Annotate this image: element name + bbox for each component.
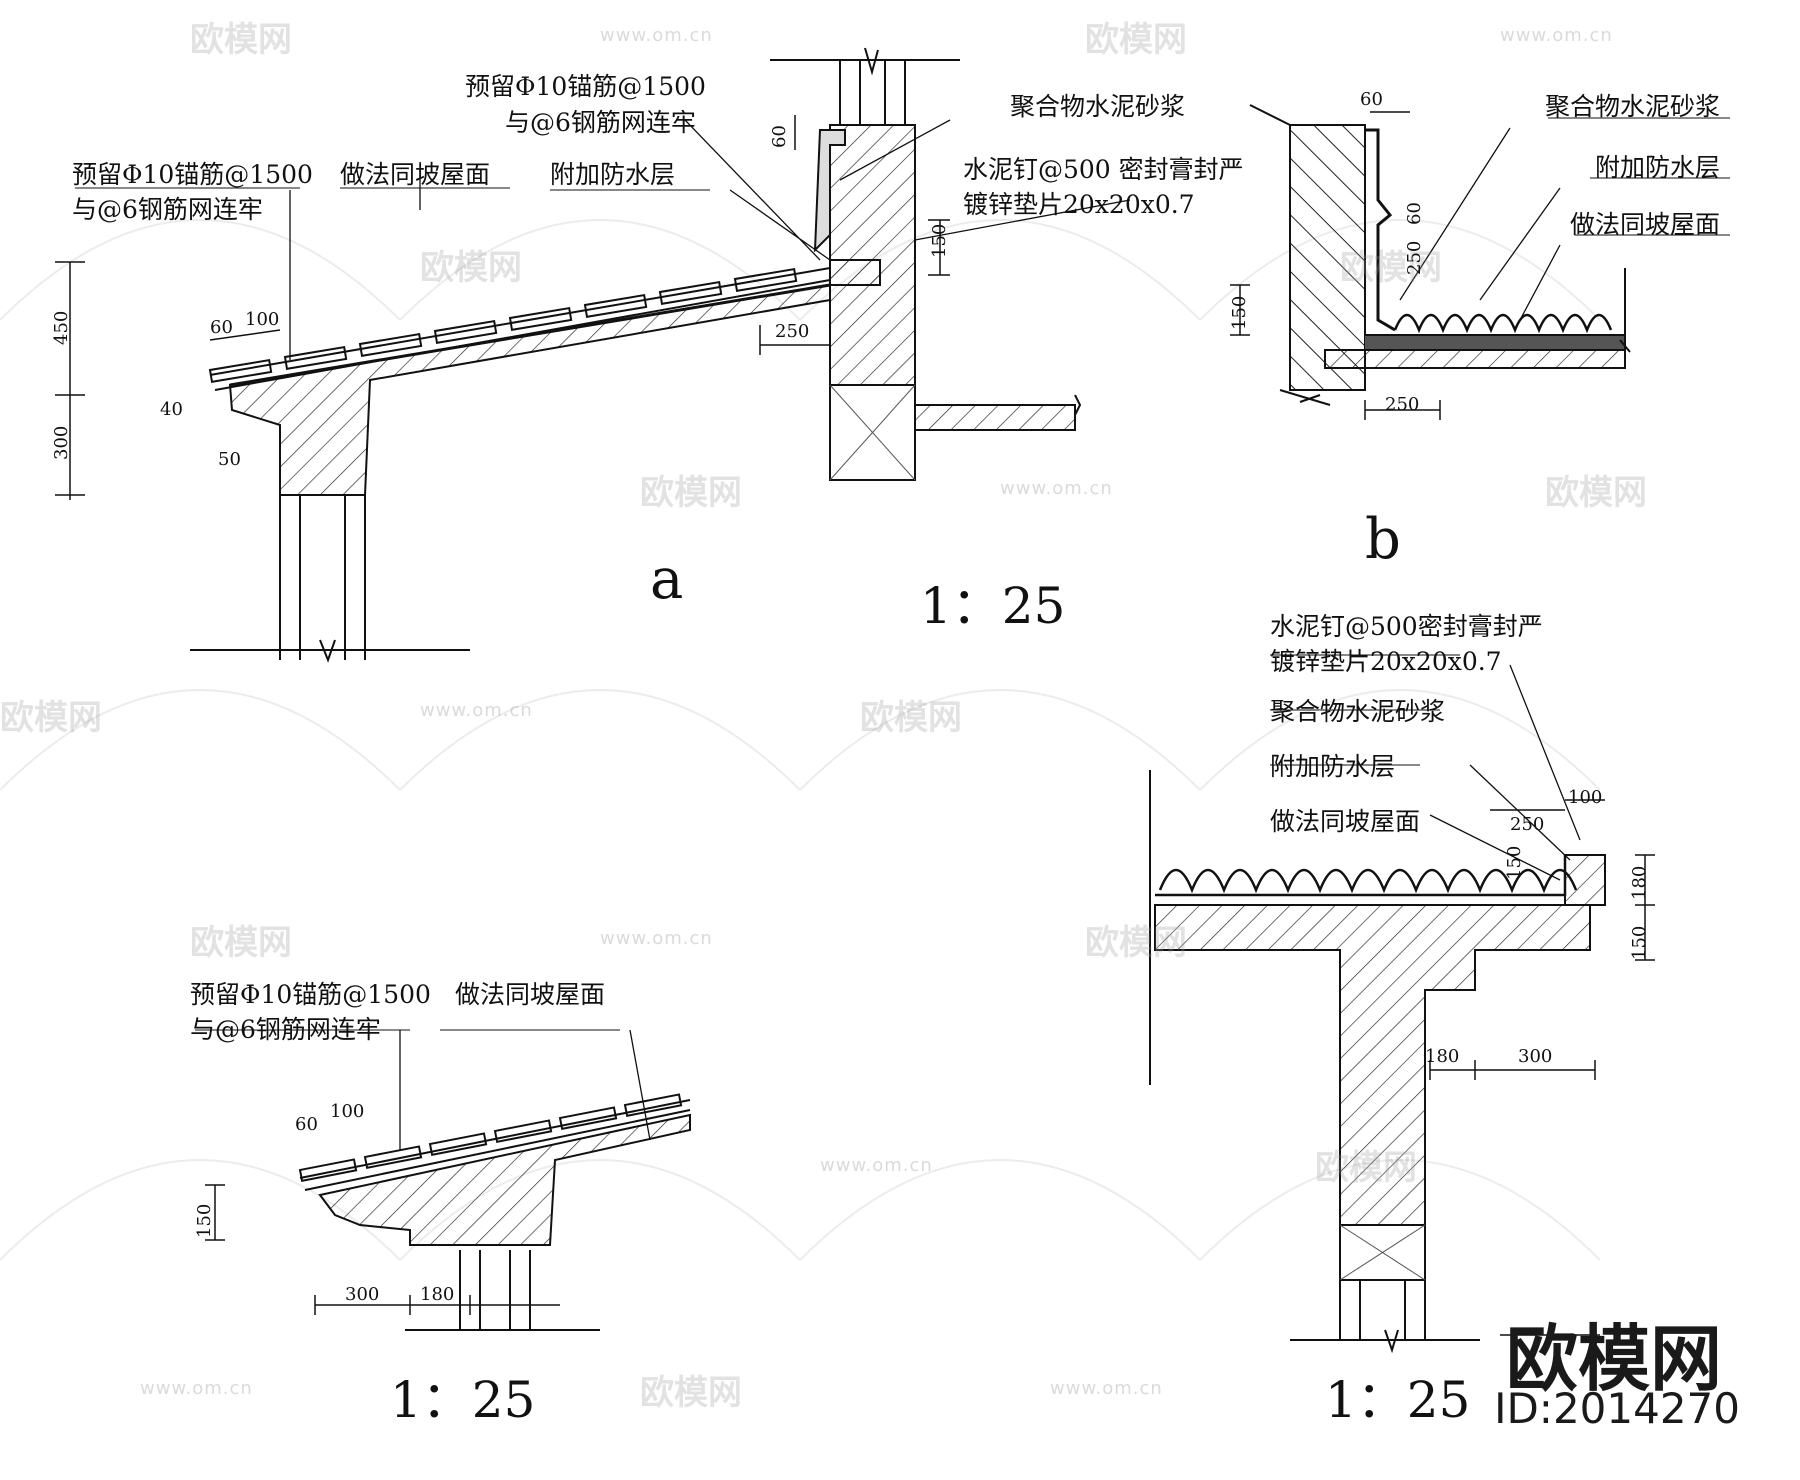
watermark-logo: 欧模网 [640, 473, 742, 513]
extra-waterproof-label: 附加防水层 [1595, 153, 1721, 182]
polymer-mortar-label: 聚合物水泥砂浆 [1270, 697, 1446, 726]
nail-note-line1: 水泥钉@500 密封膏封严 [963, 155, 1244, 184]
nail-note-line1: 水泥钉@500密封膏封严 [1270, 612, 1543, 641]
dim-60-top: 60 [769, 125, 790, 148]
detail-d [1149, 654, 1655, 1354]
watermark-url: www.om.cn [1050, 1378, 1163, 1399]
scale-label-d: 1：25 [1325, 1371, 1471, 1429]
dim-150-right: 150 [1629, 925, 1650, 960]
watermark-logo: 欧模网 [420, 248, 522, 288]
watermark-url: www.om.cn [1500, 25, 1613, 46]
eave-slab-a [228, 283, 831, 496]
nail-note-line2: 镀锌垫片20x20x0.7 [1270, 647, 1502, 676]
watermark-logo: 欧模网 [190, 923, 292, 963]
watermark-url: www.om.cn [600, 928, 713, 949]
anchor-note-line1: 预留Φ10锚筋@1500 [190, 980, 431, 1009]
dim-60: 60 [210, 317, 233, 338]
extra-waterproof-label: 附加防水层 [550, 160, 676, 189]
dim-300: 300 [51, 425, 72, 460]
watermark-url: www.om.cn [420, 700, 533, 721]
detail-tag-a: a [650, 547, 684, 612]
dim-60: 60 [1404, 202, 1425, 225]
dim-60-top: 60 [1360, 89, 1383, 110]
extra-waterproof-label: 附加防水层 [1270, 752, 1396, 781]
dim-250: 250 [775, 321, 810, 342]
dim-450: 450 [51, 310, 72, 345]
scale-label-a: 1：25 [920, 577, 1066, 635]
dim-60: 60 [295, 1114, 318, 1135]
roof-tiles-a [208, 267, 798, 383]
roof-tiles-c [298, 1093, 683, 1182]
scale-label-c: 1：25 [390, 1371, 536, 1429]
detail-tag-b: b [1365, 507, 1401, 572]
dim-100: 100 [245, 309, 280, 330]
dim-150: 150 [1229, 295, 1250, 330]
brand-logo: 欧模网 [1505, 1317, 1722, 1401]
watermark-logo: 欧模网 [1085, 923, 1187, 963]
detail-b [1230, 104, 1730, 420]
anchor-note-line1: 预留Φ10锚筋@1500 [465, 72, 706, 101]
dim-180: 180 [1425, 1046, 1460, 1067]
watermark-logo: 欧模网 [1315, 1148, 1417, 1188]
dim-100: 100 [330, 1101, 365, 1122]
dim-150: 150 [929, 223, 950, 258]
dim-150-vertical: 150 [1504, 845, 1525, 880]
dim-150: 150 [194, 1203, 215, 1238]
same-as-slope-label: 做法同坡屋面 [1570, 210, 1721, 239]
watermark-url: www.om.cn [140, 1378, 253, 1399]
dim-250: 250 [1510, 814, 1545, 835]
same-as-slope-label: 做法同坡屋面 [1270, 807, 1421, 836]
dim-300: 300 [1518, 1046, 1553, 1067]
anchor-note-line2: 与@6钢筋网连牢 [505, 108, 696, 137]
dim-40: 40 [160, 399, 183, 420]
dim-300: 300 [345, 1284, 380, 1305]
corrugated-tiles-d [1158, 868, 1578, 894]
same-as-slope-label: 做法同坡屋面 [455, 980, 606, 1009]
polymer-mortar-label: 聚合物水泥砂浆 [1010, 92, 1186, 121]
watermark-logo: 欧模网 [640, 1373, 742, 1413]
watermark-url: www.om.cn [600, 25, 713, 46]
wall-b [1289, 124, 1366, 391]
watermark-logo: 欧模网 [860, 698, 962, 738]
anchor-note-line1: 预留Φ10锚筋@1500 [72, 160, 313, 189]
dim-100: 100 [1568, 787, 1603, 808]
watermark-logo: 欧模网 [190, 20, 292, 60]
dim-180-vertical: 180 [1629, 865, 1650, 900]
detail-a [55, 47, 1131, 663]
watermark-url: www.om.cn [820, 1155, 933, 1176]
dim-180: 180 [420, 1284, 455, 1305]
watermark-logo: 欧模网 [1545, 473, 1647, 513]
anchor-note-line2: 与@6钢筋网连牢 [190, 1015, 381, 1044]
detail-c [195, 1029, 691, 1331]
dim-250: 250 [1385, 394, 1420, 415]
slab-d [1154, 904, 1591, 1281]
watermark-logo: 欧模网 [1340, 248, 1442, 288]
corrugated-tiles-b [1393, 313, 1613, 334]
watermark-url: www.om.cn [1000, 478, 1113, 499]
brand-id: ID:2014270 [1494, 1384, 1740, 1433]
same-as-slope-label: 做法同坡屋面 [340, 160, 491, 189]
polymer-mortar-label: 聚合物水泥砂浆 [1545, 92, 1721, 121]
watermark-logo: 欧模网 [1085, 20, 1187, 60]
anchor-note-line2: 与@6钢筋网连牢 [72, 195, 263, 224]
dim-250-vertical: 250 [1404, 240, 1425, 275]
watermark-logo: 欧模网 [0, 698, 102, 738]
eave-slab-c [318, 1113, 691, 1246]
dim-50: 50 [218, 449, 241, 470]
nail-note-line2: 镀锌垫片20x20x0.7 [963, 190, 1195, 219]
